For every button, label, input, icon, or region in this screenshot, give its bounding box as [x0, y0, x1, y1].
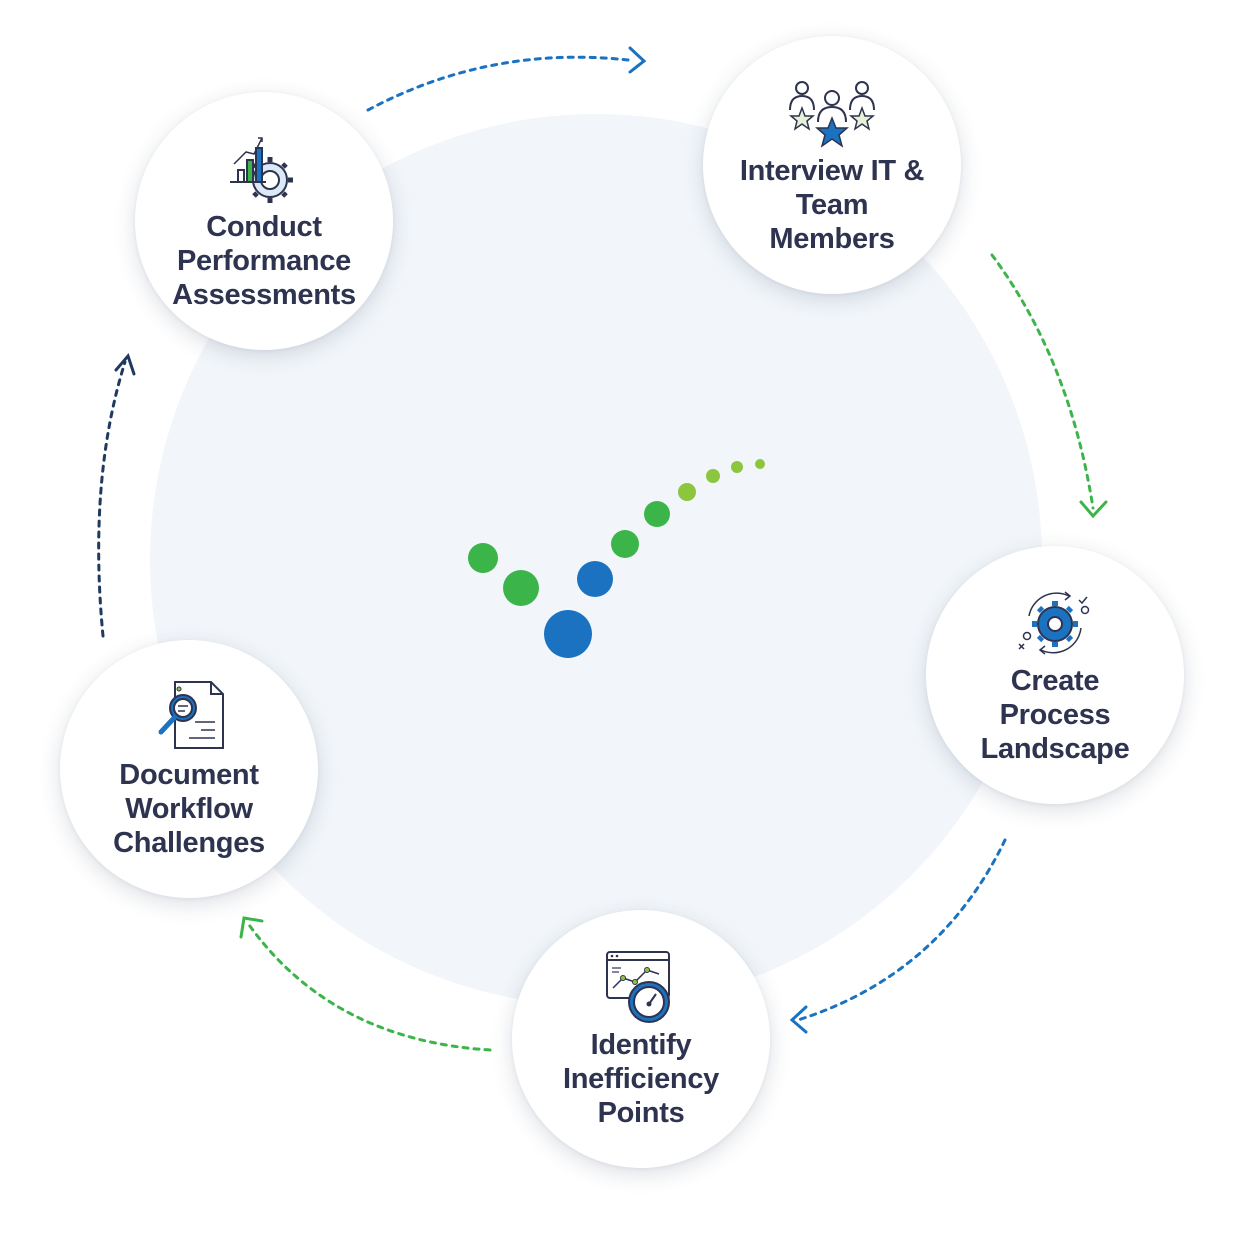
arrow-conduct-to-interview — [366, 55, 630, 112]
checkmark-logo-icon — [468, 459, 765, 658]
step-identify-inefficiency-points: Identify Inefficiency Points — [512, 910, 770, 1168]
step-label: Conduct Performance Assessments — [172, 211, 356, 311]
step-conduct-performance-assessments: Conduct Performance Assessments — [135, 92, 393, 350]
document-search-icon — [158, 681, 224, 749]
arrow-document-to-conduct — [97, 360, 127, 638]
step-document-workflow-challenges: Document Workflow Challenges — [60, 640, 318, 898]
arrowhead-icon — [239, 916, 264, 939]
step-create-process-landscape: Create Process Landscape — [926, 546, 1184, 804]
arrow-create-to-identify — [796, 838, 1007, 1022]
arrow-identify-to-document — [245, 920, 492, 1052]
arrowhead-icon — [1079, 500, 1108, 519]
arrowhead-icon — [628, 46, 647, 74]
chart-gear-icon — [230, 137, 293, 203]
step-label: Create Process Landscape — [980, 665, 1130, 765]
team-stars-icon — [788, 81, 876, 148]
arrow-interview-to-create — [990, 253, 1095, 510]
step-label: Interview IT & Team Members — [739, 155, 925, 255]
dashboard-gauge-icon — [606, 951, 670, 1023]
arrowhead-icon — [789, 1005, 808, 1034]
step-interview-it-team-members: Interview IT & Team Members — [703, 36, 961, 294]
process-gear-icon — [1018, 591, 1090, 655]
arrowhead-icon — [114, 353, 136, 376]
step-label: Document Workflow Challenges — [113, 759, 265, 859]
background-circle — [150, 114, 1042, 1006]
step-label: Identify Inefficiency Points — [563, 1029, 719, 1129]
